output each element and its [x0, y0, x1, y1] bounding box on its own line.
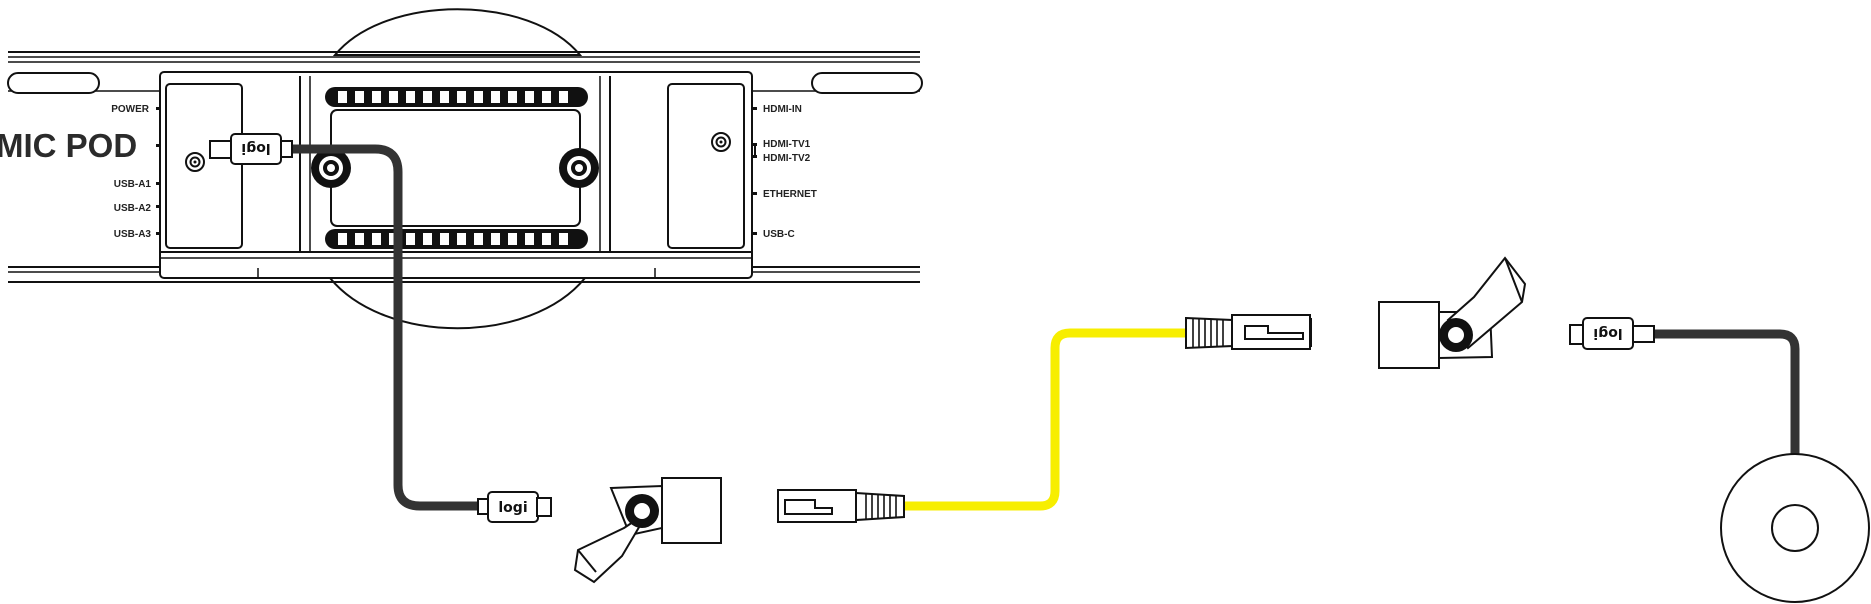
screw-right-plate	[711, 132, 731, 152]
rj45-connector-top	[1185, 314, 1312, 350]
port-label-usb-a3: USB-A3	[114, 229, 152, 240]
right-port-labels: HDMI-IN HDMI-TV1 HDMI-TV2 ETHERNET USB-C	[763, 104, 817, 240]
top-rail	[7, 51, 923, 94]
ethernet-cable	[904, 328, 1186, 511]
port-ticks	[156, 107, 757, 235]
screw-left-plate	[185, 152, 205, 172]
right-clip-plate	[667, 83, 745, 249]
port-label-hdmi-in: HDMI-IN	[763, 104, 802, 115]
device-label-mic-pod: MIC POD	[0, 127, 137, 164]
rail-slot-left	[7, 72, 100, 94]
usb-cable-left	[290, 144, 478, 511]
vent-strip-bottom	[325, 229, 588, 249]
usb-cable-right	[1654, 329, 1800, 454]
swivel-adapter-top	[1378, 256, 1527, 369]
hub-disc-bottom	[327, 277, 588, 330]
left-port-labels: POWER USB-A1 USB-A2 USB-A3	[111, 104, 151, 240]
port-label-usb-c: USB-C	[763, 229, 795, 240]
center-window	[330, 109, 581, 227]
logi-logo-text-3: logi	[1593, 325, 1622, 341]
port-label-hdmi-tv2: HDMI-TV2	[763, 153, 811, 164]
port-label-ethernet: ETHERNET	[763, 189, 817, 200]
logi-logo-text: logi	[241, 140, 270, 156]
port-label-usb-a1: USB-A1	[114, 179, 152, 190]
hub-assembly	[7, 8, 923, 330]
rail-slot-right	[811, 72, 923, 94]
rj45-connector-bottom	[777, 489, 905, 523]
port-label-hdmi-tv1: HDMI-TV1	[763, 139, 811, 150]
port-label-power: POWER	[111, 104, 150, 115]
usb-c-connector-right: logi	[1569, 317, 1655, 350]
swivel-adapter-bottom	[573, 477, 722, 584]
port-label-usb-a2: USB-A2	[114, 203, 152, 214]
mic-pod-puck	[1720, 453, 1870, 603]
logi-logo-text-2: logi	[498, 500, 527, 516]
mounting-screw-left	[311, 148, 351, 188]
mounting-screw-right	[559, 148, 599, 188]
usb-c-connector-top: logi	[209, 133, 293, 165]
vent-strip-top	[325, 87, 588, 107]
usb-c-connector-bottom: logi	[477, 491, 552, 523]
hub-disc-top	[332, 8, 583, 56]
